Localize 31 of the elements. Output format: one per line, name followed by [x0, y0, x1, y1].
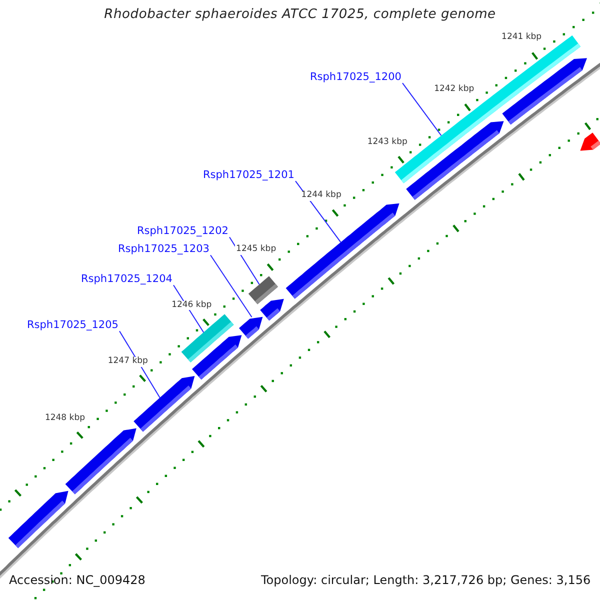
- gene-label: Rsph17025_1201: [203, 169, 294, 182]
- leader-line: [210, 254, 252, 318]
- gene-label: Rsph17025_1202: [137, 225, 228, 238]
- scale-label: 1248 kbp: [44, 414, 86, 424]
- cds-feature: [134, 376, 195, 432]
- leader-line: [119, 330, 160, 398]
- gene-label: Rsph17025_1200: [310, 71, 402, 84]
- leader-line: [402, 82, 442, 136]
- genome-summary-text: Topology: circular; Length: 3,217,726 bp; Genes: 3,156: [261, 574, 591, 588]
- accession-text: Accession: NC_009428: [9, 574, 146, 588]
- gene-label: Rsph17025_1204: [81, 273, 172, 286]
- scale-label: 1246 kbp: [170, 300, 213, 310]
- cds-feature: [8, 490, 68, 548]
- scale-label: 1245 kbp: [235, 245, 278, 256]
- title: Rhodobacter sphaeroides ATCC 17025, complete genome: [103, 8, 497, 23]
- cds-feature: [502, 58, 587, 125]
- cds-feature: [286, 203, 400, 299]
- cds-feature: [580, 132, 600, 151]
- gene-label: Rsph17025_1205: [27, 319, 118, 332]
- scale-label: 1243 kbp: [366, 138, 408, 148]
- cds-feature: [406, 121, 504, 200]
- cds-feature: [192, 335, 242, 380]
- gene-feature: [248, 276, 278, 304]
- scale-label: 1247 kbp: [106, 356, 149, 367]
- cds-feature: [260, 298, 284, 321]
- scale-label: 1241 kbp: [500, 33, 543, 44]
- cds-feature: [65, 428, 136, 494]
- cds-feature: [239, 316, 263, 339]
- scale-label: 1244 kbp: [300, 190, 342, 201]
- gene-label: Rsph17025_1203: [118, 243, 210, 256]
- scale-label: 1242 kbp: [433, 84, 476, 95]
